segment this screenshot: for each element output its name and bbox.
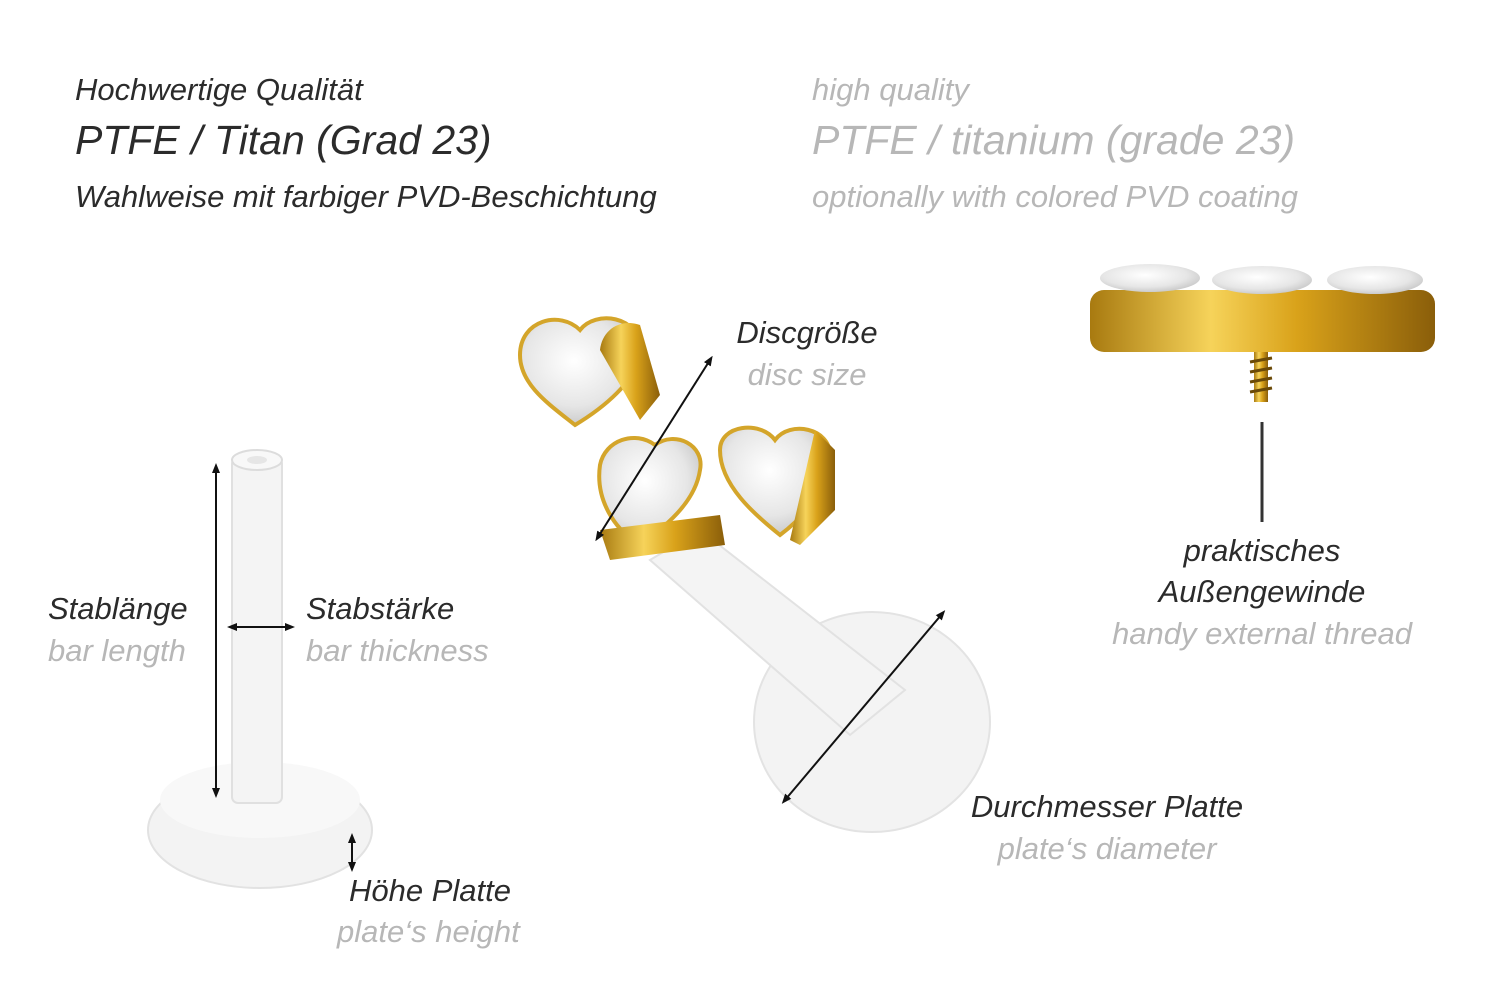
bar-thickness-label-de: Stabstärke: [306, 591, 455, 626]
disc-size-arrow: [595, 355, 713, 542]
plate-diameter-label-de: Durchmesser Platte: [970, 789, 1244, 824]
disc-top-right: [1090, 264, 1435, 402]
header-de-line2: PTFE / Titan (Grad 23): [75, 117, 492, 163]
bar-length-label-de: Stablänge: [48, 591, 188, 626]
plate-diameter-label-en: plate‘s diameter: [997, 831, 1217, 866]
thread-label-de-line1: praktisches: [1183, 533, 1341, 568]
disc-size-label-de: Discgröße: [736, 315, 878, 350]
ptfe-labret-left: [147, 449, 373, 889]
header-en-line2: PTFE / titanium (grade 23): [812, 117, 1296, 163]
header-de-line3: Wahlweise mit farbiger PVD-Beschichtung: [75, 179, 657, 214]
bar-thickness-label-en: bar thickness: [306, 633, 489, 668]
bow-labret-center: [517, 316, 991, 833]
disc-size-label-en: disc size: [747, 357, 867, 392]
thread-label-en: handy external thread: [1112, 616, 1412, 651]
plate-diameter-arrow: [781, 610, 946, 804]
header-de-line1: Hochwertige Qualität: [75, 72, 363, 107]
plate-height-label-de: Höhe Platte: [349, 873, 511, 908]
header-en-line3: optionally with colored PVD coating: [812, 179, 1298, 214]
thread-label-de-line2: Außengewinde: [1158, 574, 1366, 609]
header-en-line1: high quality: [812, 72, 969, 107]
bar-length-label-en: bar length: [48, 633, 186, 668]
plate-height-label-en: plate‘s height: [337, 914, 520, 949]
